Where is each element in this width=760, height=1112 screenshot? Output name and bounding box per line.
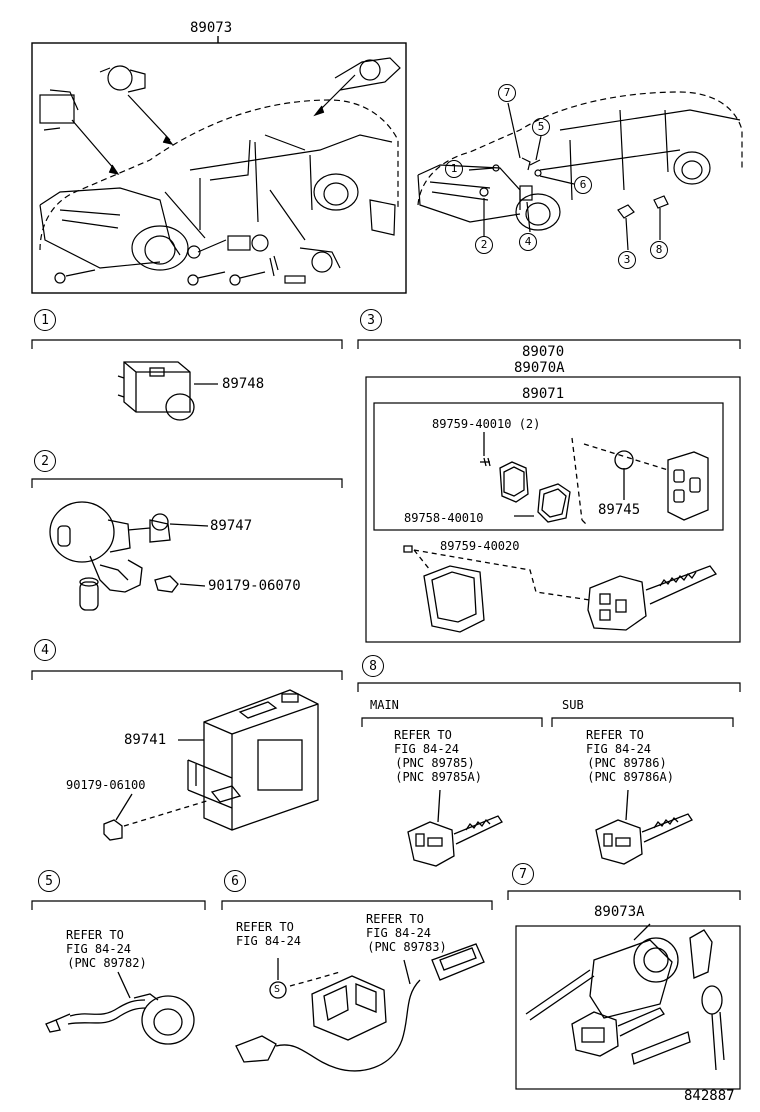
section-8-main-label: MAIN <box>370 698 399 712</box>
callout-1: 1 <box>445 160 463 178</box>
main-refer-line-2: FIG 84-24 <box>394 742 460 756</box>
sub-refer-line-3: (PNC 89786) <box>580 756 667 770</box>
callout-4: 4 <box>519 233 537 251</box>
part-89748-label: 89748 <box>222 376 265 392</box>
sub-refer-line-2: FIG 84-24 <box>586 742 652 756</box>
section-3-inner-89071: 89071 <box>522 386 565 402</box>
part-89741-label: 89741 <box>124 732 167 748</box>
part-89073a-label: 89073A <box>594 904 645 920</box>
s6-refer-a-line-1: REFER TO <box>236 920 294 934</box>
part-89073a-drawing <box>525 923 725 1071</box>
figure-id: 842887 <box>684 1088 735 1104</box>
s6-refer-a-line-2: FIG 84-24 <box>236 934 302 948</box>
part-89759-40010-label: 89759-40010 (2) <box>432 417 541 431</box>
s6-refer-b-line-2: FIG 84-24 <box>366 926 432 940</box>
part-89747-drawing <box>49 501 209 611</box>
car-illustration-right <box>417 91 743 251</box>
top-part-number: 89073 <box>190 20 233 36</box>
callout-2: 2 <box>475 236 493 254</box>
main-refer-line-3: (PNC 89785) <box>388 756 475 770</box>
main-refer-line-1: REFER TO <box>394 728 452 742</box>
section-8-number: 8 <box>362 655 384 677</box>
s6-s-mark: S <box>274 984 281 995</box>
part-8-keys-drawing <box>407 789 693 867</box>
section-3-header-89070a: 89070A <box>514 360 565 376</box>
part-89741-drawing <box>103 689 319 841</box>
top-left-box <box>31 36 407 294</box>
s6-refer-b-line-3: (PNC 89783) <box>360 940 447 954</box>
section-3-number: 3 <box>360 309 382 331</box>
callout-5: 5 <box>532 118 550 136</box>
s5-refer-line-1: REFER TO <box>66 928 124 942</box>
part-6-drawing <box>235 943 485 1072</box>
part-89747-label: 89747 <box>210 518 253 534</box>
section-7-number: 7 <box>512 863 534 885</box>
callout-3: 3 <box>618 251 636 269</box>
part-90179-06100-label: 90179-06100 <box>66 778 146 792</box>
section-4-number: 4 <box>34 639 56 661</box>
section-2-number: 2 <box>34 450 56 472</box>
callout-8: 8 <box>650 241 668 259</box>
part-89748-drawing <box>117 361 218 421</box>
s5-refer-line-3: (PNC 89782) <box>60 956 147 970</box>
section-6-number: 6 <box>224 870 246 892</box>
main-refer-line-4: (PNC 89785A) <box>388 770 482 784</box>
part-89759-40020-label: 89759-40020 <box>440 539 520 553</box>
sub-refer-line-4: (PNC 89786A) <box>580 770 674 784</box>
part-5-drawing <box>45 971 195 1045</box>
callout-6: 6 <box>574 176 592 194</box>
part-89758-40010-label: 89758-40010 <box>404 511 484 525</box>
section-1-number: 1 <box>34 309 56 331</box>
s5-refer-line-2: FIG 84-24 <box>66 942 132 956</box>
car-illustration-left <box>39 57 401 286</box>
section-8-sub-label: SUB <box>562 698 584 712</box>
section-3-header-89070: 89070 <box>522 344 565 360</box>
callout-7: 7 <box>498 84 516 102</box>
s6-refer-b-line-1: REFER TO <box>366 912 424 926</box>
section-brackets <box>31 339 741 1090</box>
part-89070-drawing <box>403 432 718 633</box>
part-89745-label: 89745 <box>598 502 641 518</box>
sub-refer-line-1: REFER TO <box>586 728 644 742</box>
part-90179-06070-label: 90179-06070 <box>208 578 301 594</box>
section-5-number: 5 <box>38 870 60 892</box>
